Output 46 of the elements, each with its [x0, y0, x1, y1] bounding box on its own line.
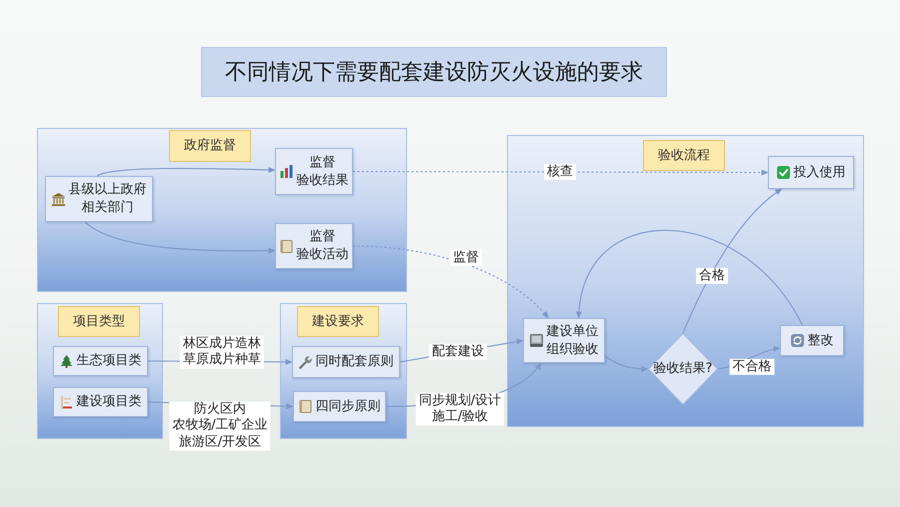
edge-label: 林区成片造林草原成片种草 — [180, 336, 264, 368]
node-label: 监督验收活动 — [296, 228, 348, 264]
connector-arrow — [96, 166, 276, 176]
edge-label: 监督 — [450, 250, 482, 266]
panel-heading: 项目类型 — [58, 306, 140, 337]
panel-heading: 验收流程 — [643, 140, 725, 171]
connector-arrow — [576, 230, 803, 326]
group-panel — [507, 135, 864, 427]
connector-arrow — [353, 169, 768, 176]
process-box — [523, 318, 605, 363]
node-label: 生态项目类 — [76, 352, 142, 370]
edge-label: 不合格 — [730, 358, 774, 376]
decision-diamond — [648, 333, 718, 405]
process-box — [768, 156, 854, 189]
edge-label: 同步规划/设计施工/验收 — [416, 392, 504, 426]
process-box — [275, 148, 353, 195]
node-label: 四同步原则 — [316, 398, 380, 416]
node-label: 建设项目类 — [76, 393, 142, 411]
process-box — [293, 391, 386, 422]
process-box — [45, 176, 153, 222]
connector-arrow — [84, 222, 276, 254]
connector-arrow — [352, 245, 549, 318]
process-box — [780, 325, 844, 356]
edge-label: 配套建设 — [429, 344, 487, 360]
process-box — [53, 346, 148, 376]
node-label: 同时配套原则 — [316, 353, 394, 371]
title-banner: 不同情况下需要配套建设防灭火设施的要求 — [201, 47, 667, 97]
process-box — [275, 223, 353, 269]
process-box — [53, 387, 148, 417]
node-label: 投入使用 — [794, 164, 846, 182]
group-panel — [37, 128, 407, 292]
node-label: 监督验收结果 — [296, 154, 348, 190]
edge-label: 防火区内农牧场/工矿企业旅游区/开发区 — [169, 402, 271, 450]
edge-label: 核查 — [544, 164, 576, 180]
connector-arrow — [604, 356, 648, 372]
node-label: 建设单位组织验收 — [546, 322, 598, 358]
connector-arrow — [682, 188, 782, 334]
group-panel — [280, 303, 407, 439]
decision-label: 验收结果? — [654, 360, 712, 378]
node-label: 县级以上政府相关部门 — [68, 181, 146, 217]
process-box — [292, 346, 400, 378]
panel-heading: 政府监督 — [169, 130, 251, 162]
group-panel — [37, 303, 163, 439]
node-label: 整改 — [808, 332, 834, 350]
panel-heading: 建设要求 — [297, 306, 379, 337]
edge-label: 合格 — [696, 268, 728, 284]
